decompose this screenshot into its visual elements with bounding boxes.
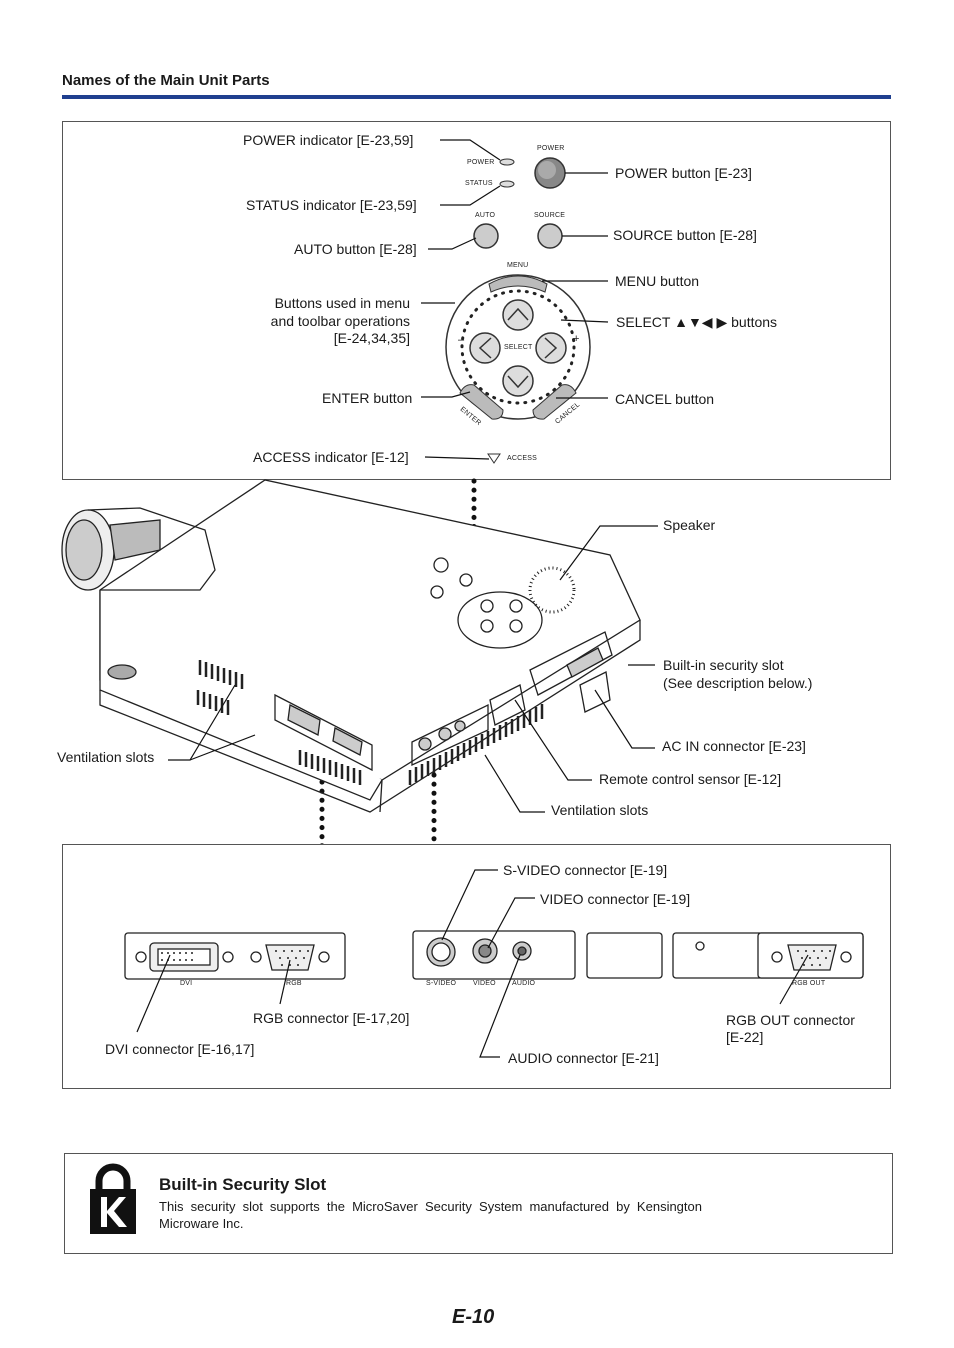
rgb-label: RGB connector [E-17,20] bbox=[253, 1010, 410, 1026]
svideo-label: S-VIDEO connector [E-19] bbox=[503, 862, 668, 878]
status-indicator-label: STATUS indicator [E-23,59] bbox=[246, 197, 417, 213]
speaker-icon bbox=[528, 566, 576, 614]
audio-print: AUDIO bbox=[512, 980, 536, 987]
status-led-icon bbox=[499, 180, 515, 188]
dvi-print: DVI bbox=[180, 980, 193, 987]
section-title: Names of the Main Unit Parts bbox=[62, 72, 270, 89]
rgb-out-print: RGB OUT bbox=[792, 980, 826, 987]
dvi-label: DVI connector [E-16,17] bbox=[105, 1041, 255, 1057]
status-led-print: STATUS bbox=[465, 180, 493, 187]
minus-print: – bbox=[458, 334, 465, 346]
select-buttons-label: SELECT ▲▼◀ ▶ buttons bbox=[616, 314, 778, 330]
menu-print: MENU bbox=[507, 262, 529, 269]
security-slot-box bbox=[64, 1153, 893, 1254]
kensington-lock-icon bbox=[90, 1163, 136, 1234]
power-print: POWER bbox=[537, 145, 565, 152]
ventilation-bottom-label: Ventilation slots bbox=[551, 802, 649, 818]
power-indicator-label: POWER indicator [E-23,59] bbox=[243, 132, 414, 148]
menu-button-label: MENU button bbox=[615, 273, 700, 289]
menu-key-icon bbox=[488, 275, 548, 293]
menu-ops-label-1: Buttons used in menu bbox=[274, 295, 410, 311]
cancel-key-icon bbox=[532, 384, 577, 420]
access-indicator-label: ACCESS indicator [E-12] bbox=[253, 449, 409, 465]
video-label: VIDEO connector [E-19] bbox=[540, 891, 691, 907]
access-led-icon bbox=[487, 453, 501, 464]
ventilation-left-label: Ventilation slots bbox=[57, 749, 155, 765]
enter-key-icon bbox=[459, 384, 504, 420]
rgb-print: RGB bbox=[286, 980, 302, 987]
access-print: ACCESS bbox=[507, 455, 537, 462]
source-button-label: SOURCE button [E-28] bbox=[613, 227, 757, 243]
power-button-label: POWER button [E-23] bbox=[615, 165, 752, 181]
security-body: This security slot supports the MicroSav… bbox=[159, 1199, 702, 1231]
menu-ops-label-3: [E-24,34,35] bbox=[333, 330, 410, 346]
auto-button-label: AUTO button [E-28] bbox=[294, 241, 417, 257]
rgb-out-connector-icon bbox=[787, 944, 837, 971]
rgb-out-label-1: RGB OUT connector bbox=[726, 1012, 855, 1028]
remote-sensor-window bbox=[586, 932, 663, 979]
speaker-label: Speaker bbox=[663, 517, 716, 533]
source-print: SOURCE bbox=[534, 212, 566, 219]
security-slot-label-2: (See description below.) bbox=[663, 675, 813, 691]
ac-in-label: AC IN connector [E-23] bbox=[662, 738, 806, 754]
security-title: Built-in Security Slot bbox=[159, 1175, 327, 1194]
menu-ops-label-2: and toolbar operations bbox=[270, 313, 410, 329]
plus-print: + bbox=[573, 333, 580, 345]
auto-button-icon bbox=[473, 223, 499, 249]
svideo-print: S-VIDEO bbox=[426, 980, 457, 987]
select-print: SELECT bbox=[504, 344, 533, 351]
cancel-button-label: CANCEL button bbox=[615, 391, 715, 407]
enter-button-label: ENTER button bbox=[322, 390, 413, 406]
select-keys-icon bbox=[469, 299, 567, 397]
auto-print: AUTO bbox=[475, 212, 496, 219]
remote-sensor-label: Remote control sensor [E-12] bbox=[599, 771, 782, 787]
title-rule bbox=[62, 95, 891, 99]
page-number: E-10 bbox=[452, 1306, 495, 1328]
power-led-print: POWER bbox=[467, 159, 495, 166]
audio-label: AUDIO connector [E-21] bbox=[508, 1050, 659, 1066]
rgb-out-label-2: [E-22] bbox=[726, 1029, 764, 1045]
rgb-connector-icon bbox=[265, 944, 315, 971]
select-ring-icon bbox=[445, 274, 591, 420]
power-led-icon bbox=[499, 158, 515, 166]
security-slot-label-1: Built-in security slot bbox=[663, 657, 784, 673]
video-print: VIDEO bbox=[473, 980, 496, 987]
